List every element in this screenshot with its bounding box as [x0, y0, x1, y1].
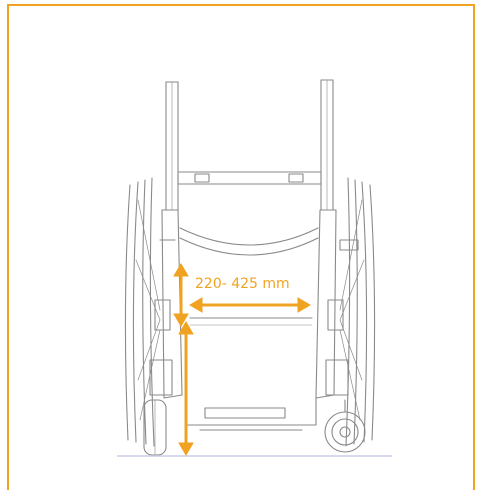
left-caster-wheel — [143, 399, 167, 456]
lower-height-arrow — [178, 321, 194, 456]
footrest — [185, 397, 317, 431]
right-rear-wheel — [339, 177, 376, 447]
left-side-frame — [149, 209, 183, 399]
figure-frame — [7, 4, 475, 490]
seat-width-dimension-label: 220- 425 mm — [195, 276, 290, 292]
back-crossbar — [177, 171, 322, 185]
left-push-handle — [165, 81, 179, 211]
seat-width-arrow — [189, 297, 311, 313]
upper-height-arrow — [173, 263, 189, 327]
right-caster-wheel — [324, 399, 366, 453]
backrest — [179, 227, 319, 256]
right-side-frame — [315, 209, 359, 399]
seat-frame — [189, 317, 313, 326]
right-push-handle — [320, 79, 334, 211]
